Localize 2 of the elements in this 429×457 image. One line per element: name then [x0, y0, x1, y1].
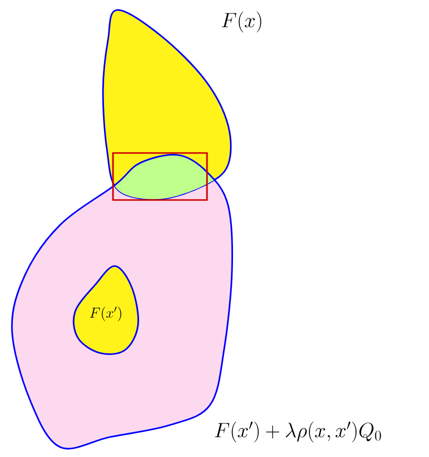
formula-label: $F(x)$ [222, 12, 262, 32]
formula-label: $F(x')+\lambda\rho(x,x')Q_0$ [214, 422, 381, 442]
